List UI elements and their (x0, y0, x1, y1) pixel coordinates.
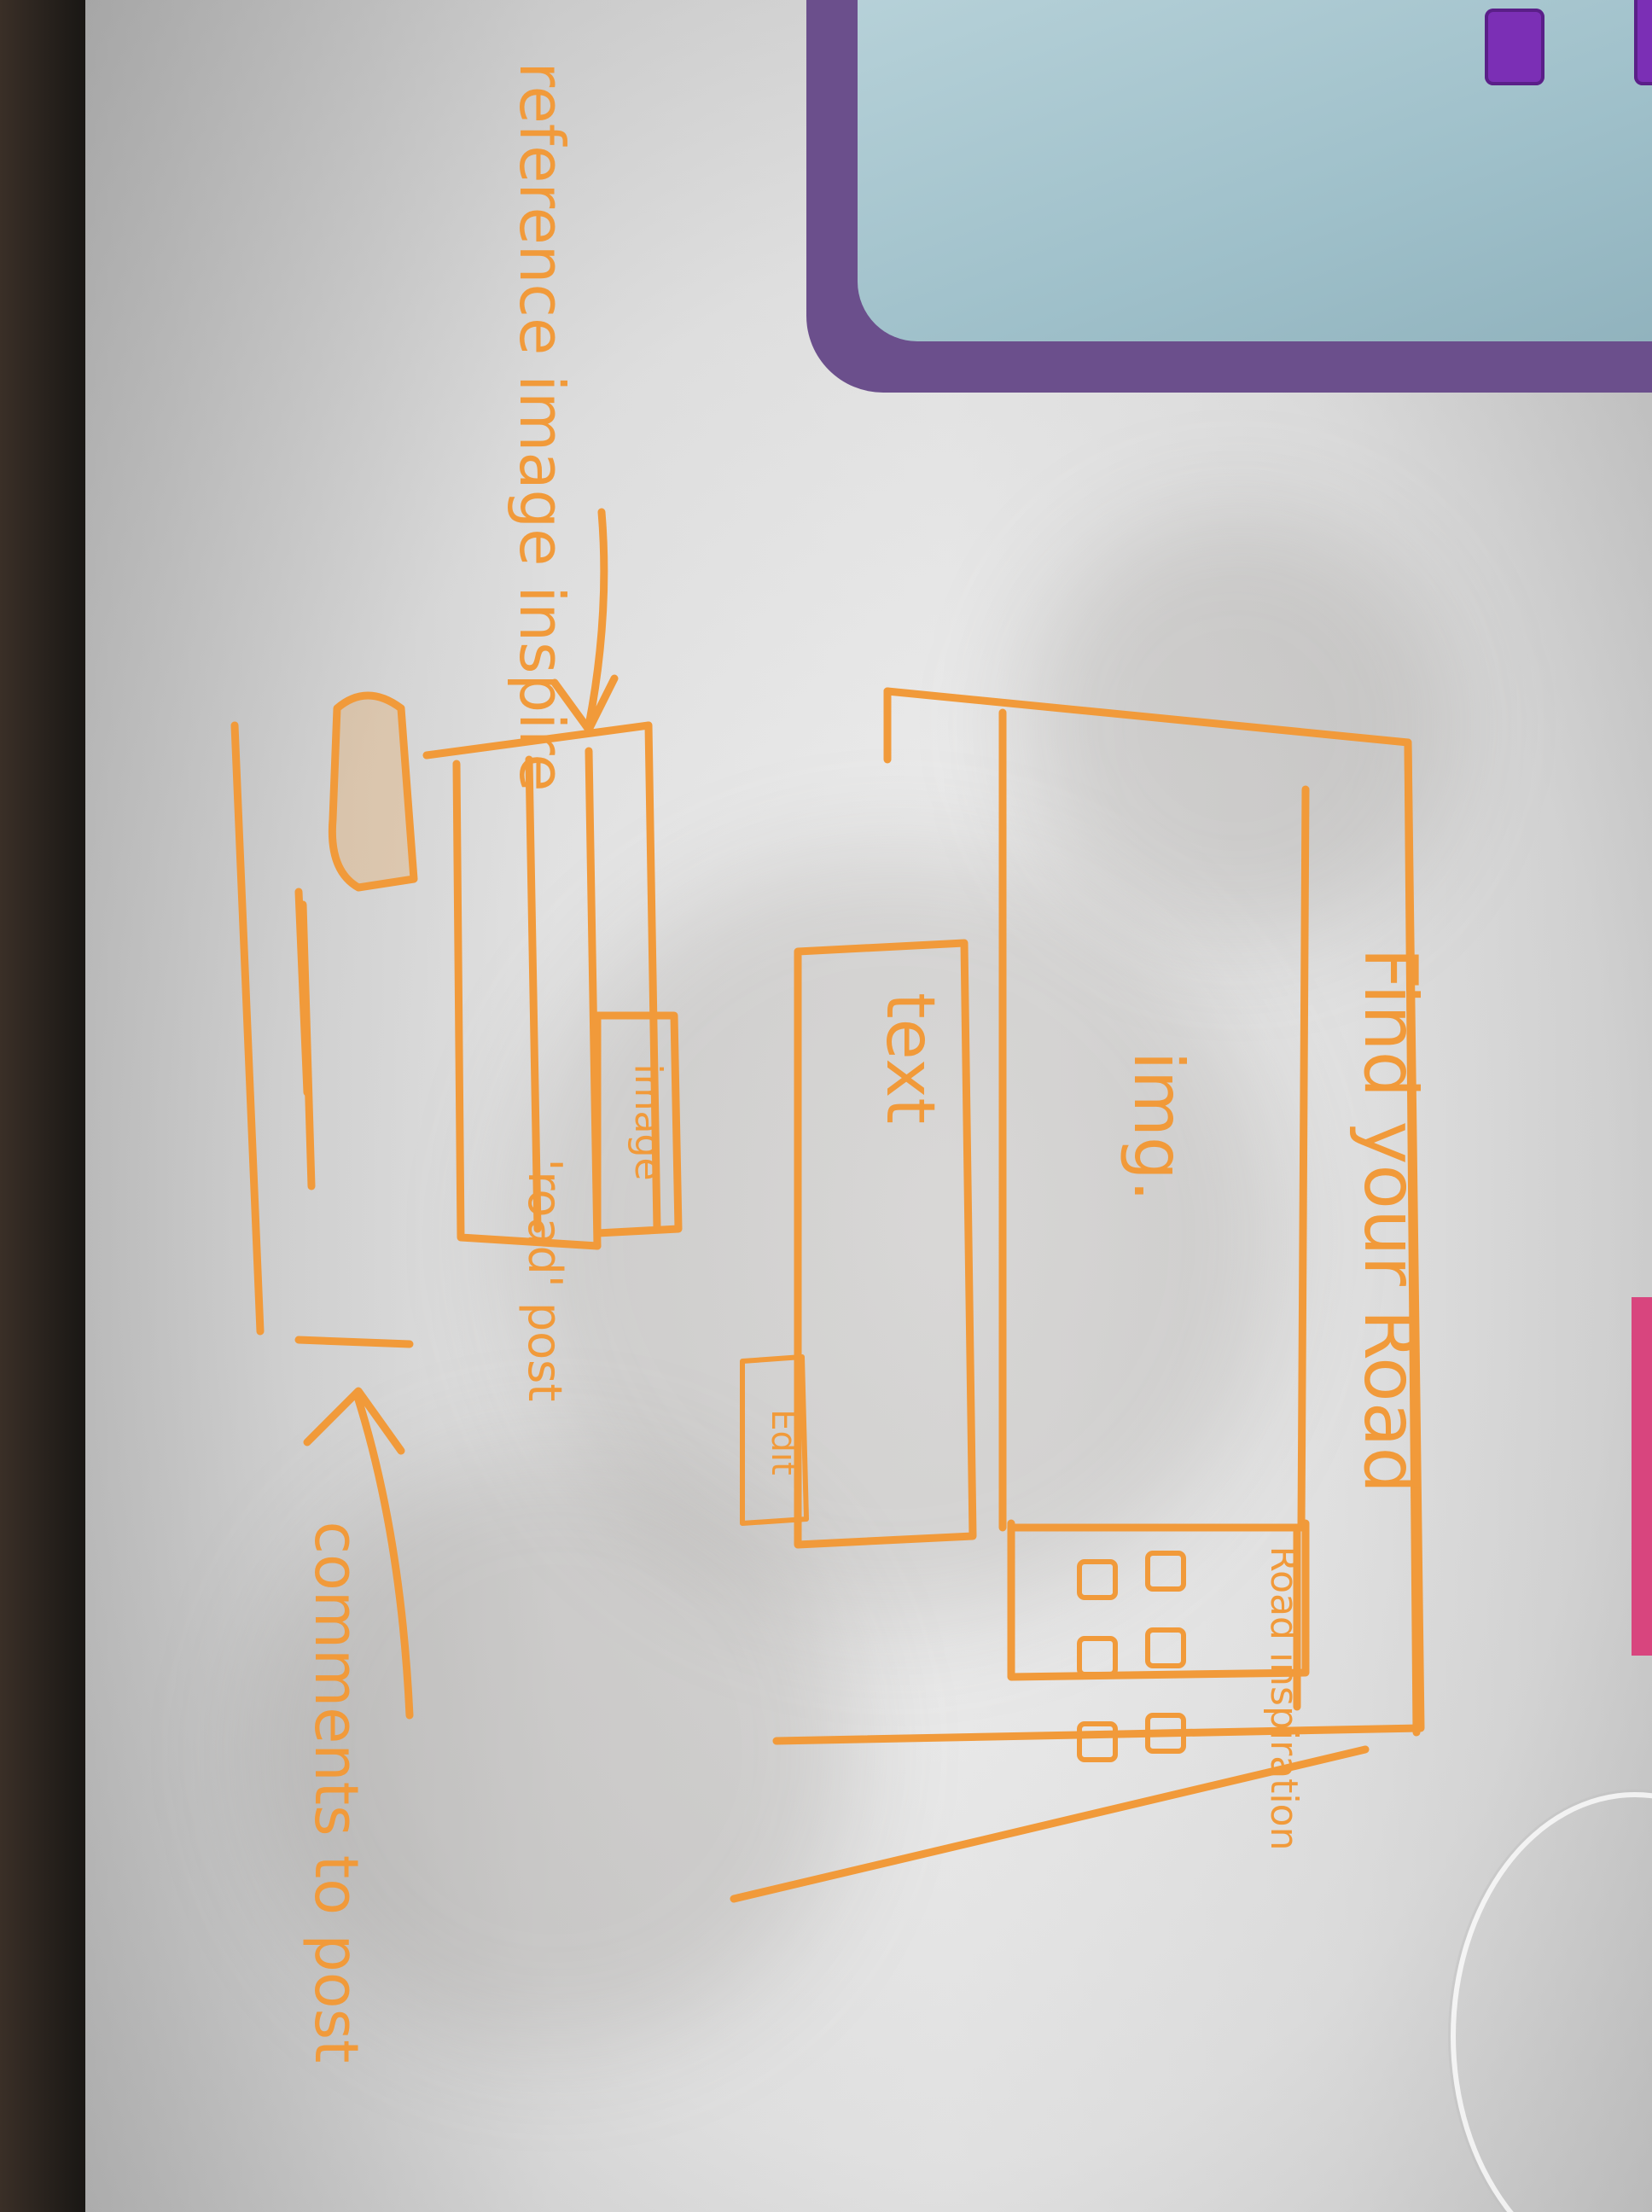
reference-arrow (550, 508, 619, 734)
reference-note: reference image inspire (506, 62, 578, 792)
thumb (1077, 1721, 1118, 1762)
text-box-label: text (871, 992, 948, 1124)
edit-label-group: Edit (764, 1409, 803, 1475)
edit-button (740, 1354, 809, 1526)
post-label: 'road' post (518, 1159, 572, 1402)
main-title: Find your Road (1347, 947, 1433, 1493)
comments-note-group: comments to post (301, 1522, 371, 2064)
main-image-label: img. (1119, 1051, 1198, 1202)
thumb (1077, 1559, 1118, 1600)
sidebar-label-group: Road inspiration (1262, 1546, 1306, 1851)
main-screen-frame (730, 687, 1425, 1903)
post-label-group: 'road' post (518, 1159, 572, 1402)
sidebar-label: Road inspiration (1262, 1546, 1306, 1851)
text-box-label-group: text (871, 992, 948, 1124)
text-box (794, 939, 977, 1549)
thumb (1145, 1551, 1186, 1592)
comments-arrow (303, 1387, 414, 1720)
edit-label: Edit (764, 1409, 803, 1475)
thumb (1145, 1627, 1186, 1668)
comments-note: comments to post (301, 1522, 371, 2064)
post-image-group: image (626, 1063, 670, 1180)
thumb (1145, 1713, 1186, 1754)
post-screen-frame (230, 691, 683, 1348)
post-image-label: image (626, 1063, 670, 1180)
thumb (1077, 1636, 1118, 1677)
laptop-corner (806, 0, 1652, 393)
sidebar-thumbnails (1077, 1551, 1186, 1762)
main-title-group: Find your Road (1347, 947, 1433, 1493)
pink-object (1632, 1297, 1652, 1656)
reference-note-group: reference image inspire (506, 62, 578, 792)
main-image-group: img. (1119, 1051, 1198, 1202)
